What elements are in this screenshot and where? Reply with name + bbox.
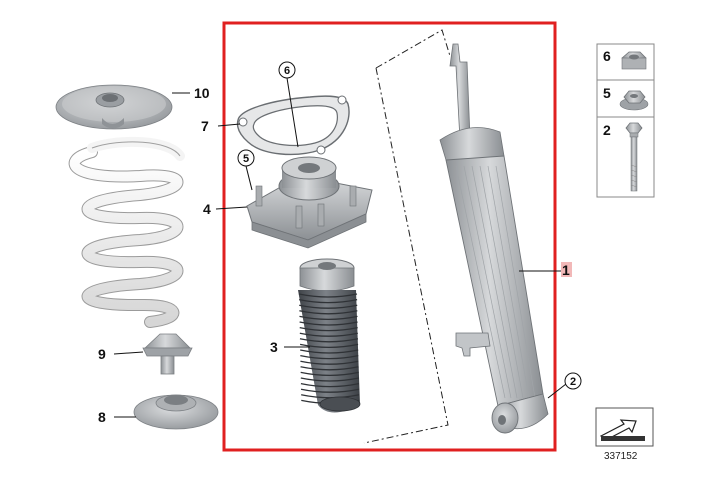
callout-1: 1 [562,262,570,278]
direction-arrow-icon [599,419,645,441]
callout-8: 8 [98,409,106,425]
boot-rib [300,360,359,365]
boot-rib [298,298,358,304]
boot-rib [299,326,358,332]
callout-4: 4 [203,201,211,217]
gasket [236,95,350,156]
orientation-box [595,407,654,447]
boot-rib [300,371,359,377]
legend-item-6: 6 [603,48,611,64]
callout-7: 7 [201,118,209,134]
callout-6: 6 [278,61,296,79]
protective-boot [298,258,361,413]
coil-spring [68,136,185,328]
boot-rib [299,332,358,337]
boot-rib [300,366,359,371]
legend-item-2: 2 [603,122,611,138]
svg-text:6: 6 [284,65,290,77]
boot-rib [299,321,358,326]
callout-9: 9 [98,346,106,362]
boot-rib [300,349,359,354]
shock-flute [455,165,506,399]
svg-text:5: 5 [243,153,249,165]
callout-1-highlight [561,262,572,277]
lower-spring-pad [133,394,219,430]
svg-text:2: 2 [570,376,576,388]
callout-3: 3 [270,339,278,355]
flange-nut-icon [619,90,649,111]
boot-rib [300,382,360,388]
shock-absorber [439,43,549,434]
legend-item-5: 5 [603,85,611,101]
assembly-line [363,29,451,444]
callout-10: 10 [194,85,210,101]
hex-bolt-icon [625,122,643,192]
callout-5: 5 [237,149,255,167]
boot-rib [299,343,359,349]
boot-rib [300,388,360,393]
shock-flute [471,165,518,399]
boot-rib [299,310,358,315]
leader-lines [113,77,567,418]
boot-rib [299,338,359,343]
boot-rib [299,315,358,321]
callout-2: 2 [564,372,582,390]
boot-rib [300,377,359,382]
upper-spring-pad [55,84,173,130]
fastener-legend: 6 5 2 [596,43,655,198]
rubber-buffer [142,333,193,375]
top-mount [246,156,373,249]
boot-rib [300,354,359,360]
shock-flute [495,165,536,399]
boot-rib [299,304,358,309]
boot-rib [298,293,358,298]
shock-flute [487,165,530,399]
highlight-frame [222,21,557,452]
shock-flute [479,165,524,399]
hex-nut-icon [621,51,647,70]
document-number: 337152 [604,451,638,462]
shock-flute [463,165,512,399]
